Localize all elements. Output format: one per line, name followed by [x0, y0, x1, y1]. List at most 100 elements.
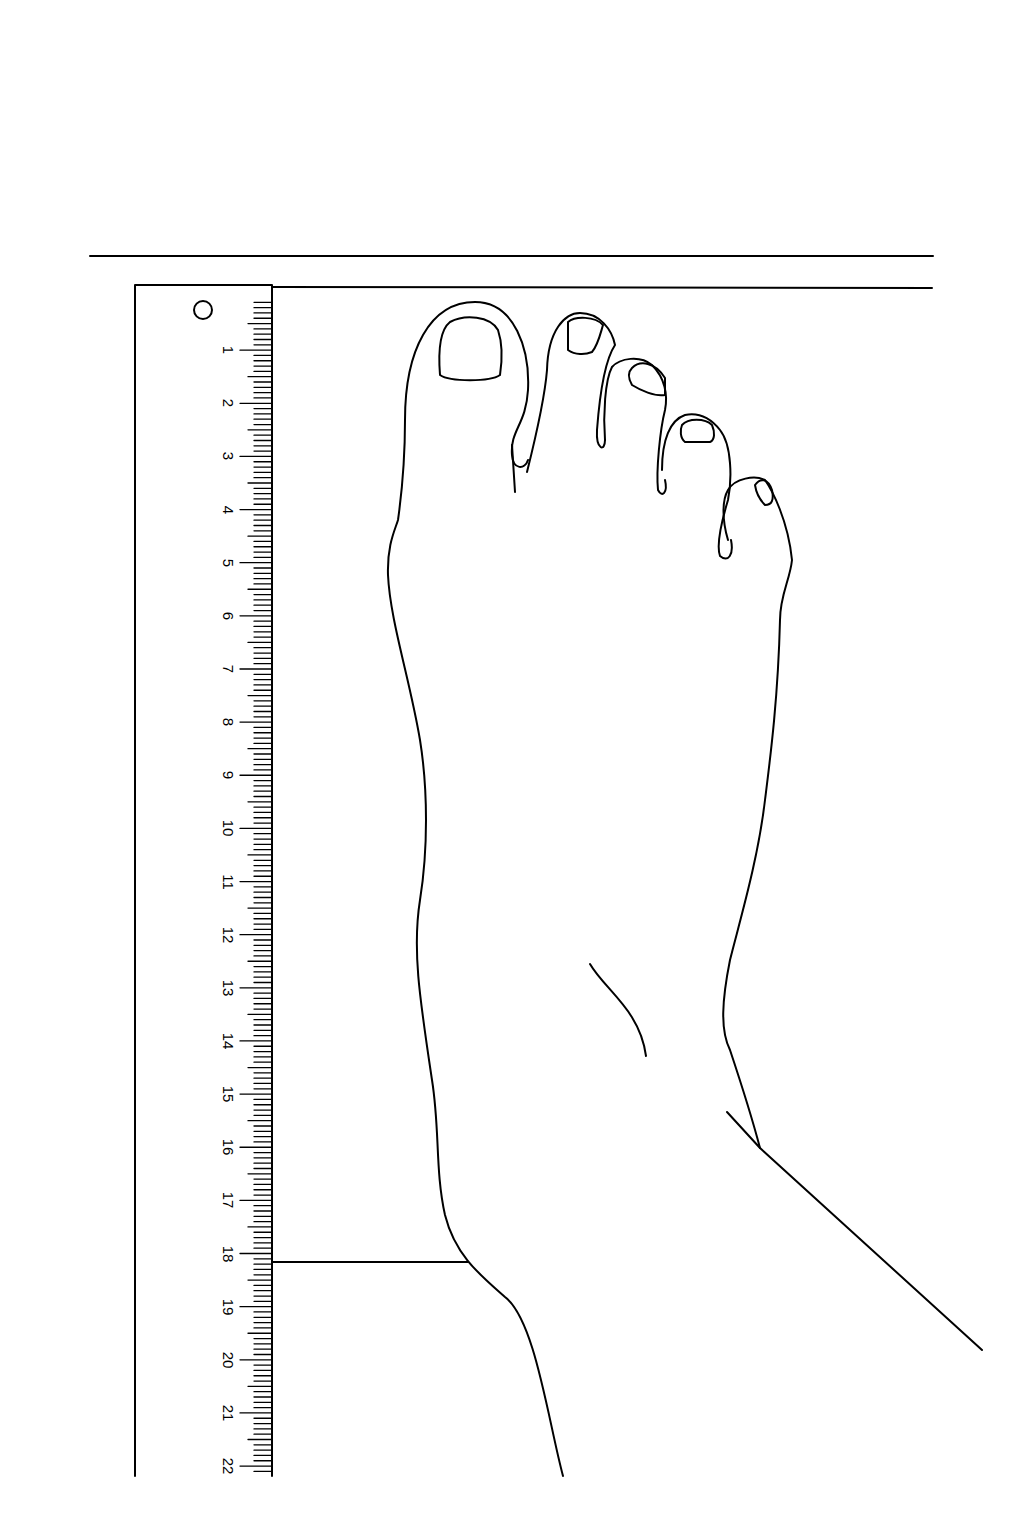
- tick-mark: [254, 599, 272, 600]
- tick-mark: [254, 679, 272, 680]
- tick-mark: [254, 1327, 272, 1328]
- tick-mark: [254, 355, 272, 356]
- tick-mark: [254, 546, 272, 547]
- tick-mark: [248, 589, 272, 590]
- ruler-body: [135, 285, 272, 1476]
- tick-mark: [254, 737, 272, 738]
- tick-mark: [254, 711, 272, 712]
- tick-mark: [254, 998, 272, 999]
- tick-mark: [254, 387, 272, 388]
- tick-mark: [254, 1290, 272, 1291]
- tick-mark: [254, 844, 272, 845]
- tick-mark: [248, 854, 272, 855]
- tick-mark: [254, 769, 272, 770]
- tick-mark: [254, 621, 272, 622]
- tick-mark: [254, 1189, 272, 1190]
- tick-mark: [254, 339, 272, 340]
- tick-mark: [254, 594, 272, 595]
- tick-mark: [254, 583, 272, 584]
- tick-mark: [254, 408, 272, 409]
- ruler-number: 12: [221, 926, 236, 943]
- tick-mark: [254, 605, 272, 606]
- tick-mark: [254, 955, 272, 956]
- tick-mark: [254, 636, 272, 637]
- ruler-number: 16: [221, 1139, 236, 1156]
- ruler-number: 2: [221, 399, 236, 407]
- tick-mark: [254, 950, 272, 951]
- tick-mark: [254, 1062, 272, 1063]
- tick-mark: [254, 1131, 272, 1132]
- tick-mark: [254, 929, 272, 930]
- tick-mark: [248, 1333, 272, 1334]
- tick-mark: [254, 902, 272, 903]
- tick-mark: [254, 365, 272, 366]
- tick-mark: [254, 334, 272, 335]
- tick-mark: [254, 525, 272, 526]
- toenail: [439, 317, 501, 380]
- ruler-number: 11: [221, 874, 236, 890]
- tick-mark: [248, 1014, 272, 1015]
- tick-mark: [254, 971, 272, 972]
- tick-mark: [254, 1216, 272, 1217]
- tick-mark: [240, 1253, 272, 1254]
- tick-mark: [254, 551, 272, 552]
- tick-mark: [254, 1354, 272, 1355]
- ruler-number: 21: [221, 1405, 236, 1422]
- tick-mark: [254, 1402, 272, 1403]
- tick-mark: [254, 631, 272, 632]
- tick-mark: [254, 360, 272, 361]
- tick-mark: [254, 419, 272, 420]
- toe-outline: [527, 313, 615, 472]
- tick-mark: [254, 1449, 272, 1450]
- toenail: [755, 480, 773, 505]
- tick-mark: [254, 1051, 272, 1052]
- tick-mark: [254, 759, 272, 760]
- toenail: [681, 420, 714, 442]
- tick-mark: [254, 1184, 272, 1185]
- ruler-number: 5: [221, 559, 236, 567]
- ruler-number: 17: [221, 1192, 236, 1209]
- tick-mark: [254, 1104, 272, 1105]
- tick-mark: [254, 344, 272, 345]
- tick-mark: [254, 1008, 272, 1009]
- foot-outline: [723, 478, 792, 1148]
- tick-mark: [254, 806, 272, 807]
- tick-mark: [240, 1200, 272, 1201]
- tick-mark: [254, 1434, 272, 1435]
- tick-mark: [254, 870, 272, 871]
- tick-mark: [254, 1370, 272, 1371]
- tick-mark: [254, 626, 272, 627]
- tick-mark: [240, 615, 272, 616]
- tick-mark: [254, 1364, 272, 1365]
- ruler-number: 7: [221, 665, 236, 673]
- tick-mark: [254, 488, 272, 489]
- tick-mark: [240, 509, 272, 510]
- tick-mark: [254, 371, 272, 372]
- tick-mark: [254, 307, 272, 308]
- tick-mark: [254, 1428, 272, 1429]
- tick-mark: [240, 403, 272, 404]
- tick-mark: [248, 1173, 272, 1174]
- tick-mark: [248, 695, 272, 696]
- tick-mark: [254, 1407, 272, 1408]
- tick-mark: [254, 833, 272, 834]
- tick-mark: [254, 876, 272, 877]
- tick-mark: [254, 892, 272, 893]
- tick-mark: [254, 1391, 272, 1392]
- ruler-number: 14: [221, 1033, 236, 1050]
- tick-mark: [254, 1178, 272, 1179]
- tick-mark: [254, 302, 272, 303]
- ruler-number: 10: [221, 820, 236, 837]
- tick-mark: [240, 1306, 272, 1307]
- tick-mark: [254, 1157, 272, 1158]
- tick-mark: [254, 764, 272, 765]
- ankle-crease: [590, 964, 646, 1056]
- tick-mark: [254, 397, 272, 398]
- tick-mark: [254, 1338, 272, 1339]
- ruler-top-line: [272, 287, 932, 288]
- tick-mark: [248, 535, 272, 536]
- tick-mark: [254, 557, 272, 558]
- tick-mark: [254, 1258, 272, 1259]
- tick-mark: [254, 700, 272, 701]
